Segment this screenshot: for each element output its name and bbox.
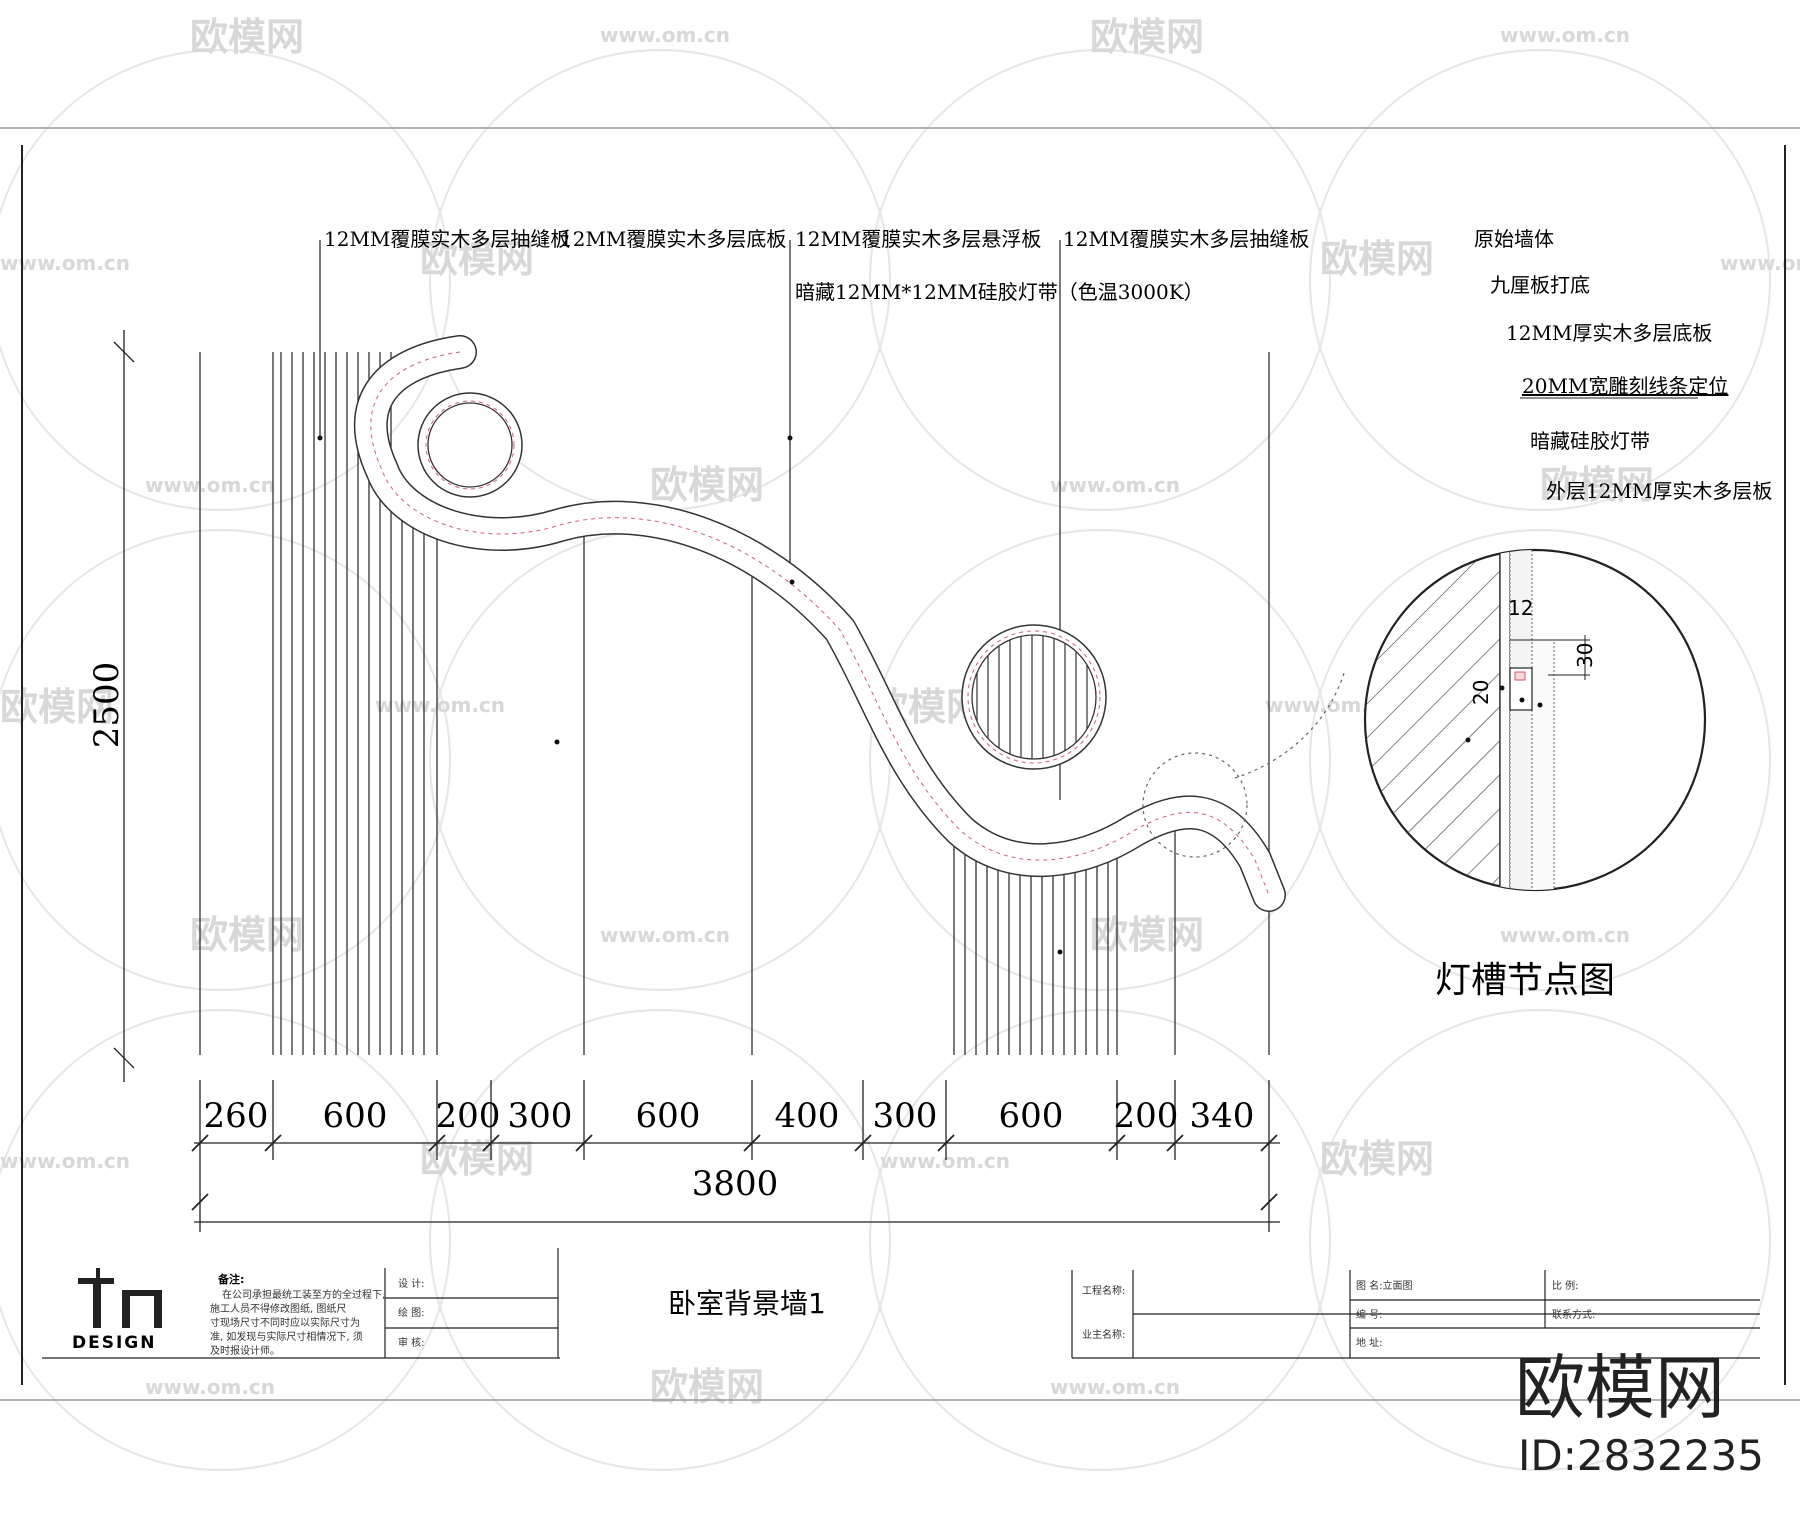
height-value: 2500 [87,662,127,749]
detail-label-0: 原始墙体 [1474,227,1554,251]
wm-brand: 欧模网 [1320,1137,1434,1181]
wm-url: www.om.cn [880,1149,1010,1173]
wm-brand: 欧模网 [1090,913,1204,957]
annotation-a4: 12MM覆膜实木多层抽缝板 [1063,227,1309,251]
wm-url: www.om.cn [0,1149,130,1173]
wm-url: www.om.cn [1720,251,1800,275]
wm-url: www.om.cn [375,693,505,717]
notes-line-4: 及时报设计师。 [210,1344,280,1357]
wm-url: www.om.cn [145,473,275,497]
dim-seg-0: 260 [204,1096,269,1136]
notes-line-1: 施工人员不得修改图纸, 图纸尺 [210,1302,346,1315]
designer-field: 设 计: [398,1277,425,1290]
detail-dim-20: 20 [1469,680,1493,705]
width-labels: 260 600 200 300 600 400 300 600 200 340 … [204,1096,1255,1204]
notes-label: 备注: [217,1272,244,1286]
sheet-name-field: 图 名:立面图 [1356,1279,1413,1292]
scale-field: 比 例: [1552,1279,1579,1292]
annotation-a3: 12MM覆膜实木多层悬浮板 [795,227,1041,251]
annotations: 12MM覆膜实木多层抽缝板 12MM覆膜实木多层底板 12MM覆膜实木多层悬浮板… [324,227,1309,304]
drawer-field: 绘 图: [398,1306,425,1319]
detail-label-4: 暗藏硅胶灯带 [1530,429,1650,453]
wm-brand: 欧模网 [1090,15,1204,59]
dim-seg-9: 340 [1190,1096,1255,1136]
dim-seg-3: 300 [508,1096,573,1136]
detail-label-3: 20MM宽雕刻线条定位 [1522,374,1728,398]
wm-brand: 欧模网 [190,913,304,957]
width-dimensions [191,1080,1280,1232]
checker-field: 审 核: [398,1336,425,1349]
wm-large-brand: 欧模网 [1515,1347,1725,1429]
sheet-frame [0,127,1800,1401]
elevation-lines [199,240,1270,1055]
drawing-title: 卧室背景墙1 [668,1287,826,1320]
notes-line-3: 准, 如发现与实际尺寸相情况下, 须 [210,1330,363,1343]
contact-field: 联系方式: [1552,1308,1595,1321]
leader-dots [317,435,1063,955]
wm-brand: 欧模网 [0,685,114,729]
annotation-a1: 12MM覆膜实木多层抽缝板 [324,227,570,251]
annotation-a2: 12MM覆膜实木多层底板 [560,227,786,251]
annotation-a3b: 暗藏12MM*12MM硅胶灯带（色温3000K） [795,280,1204,304]
dim-seg-6: 300 [873,1096,938,1136]
detail-label-5: 外层12MM厚实木多层板 [1546,479,1772,503]
watermark-layer: 欧模网 www.om.cn 欧模网 www.om.cn 欧模网 欧模网 www.… [0,15,1800,1471]
detail-reference-circle [1142,669,1346,858]
detail-dim-30: 30 [1573,643,1597,668]
project-name-field: 工程名称: [1082,1284,1125,1297]
detail-dim-12: 12 [1508,596,1533,620]
address-field: 地 址: [1356,1336,1383,1349]
wm-brand: 欧模网 [650,463,764,507]
wm-url: www.om.cn [1050,473,1180,497]
title-block: DESIGN 备注: 在公司承担最统工装至方的全过程下, 施工人员不得修改图纸,… [42,1248,1760,1359]
dim-seg-7: 600 [999,1096,1064,1136]
wm-brand: 欧模网 [190,15,304,59]
wm-url: www.om.cn [145,1375,275,1399]
wm-url: www.om.cn [600,23,730,47]
wm-url: www.om.cn [1500,23,1630,47]
wm-url: www.om.cn [1050,1375,1180,1399]
logo-word: DESIGN [72,1333,156,1353]
detail-label-1: 九厘板打底 [1490,273,1590,297]
dim-seg-4: 600 [636,1096,701,1136]
circle-upper [417,392,523,498]
wm-url: www.om.cn [1500,923,1630,947]
wm-brand: 欧模网 [420,237,534,281]
logo-mark [78,1268,162,1328]
dim-seg-5: 400 [775,1096,840,1136]
client-field: 业主名称: [1082,1328,1125,1341]
dim-total: 3800 [692,1164,779,1204]
dim-seg-1: 600 [323,1096,388,1136]
wm-url: www.om.cn [600,923,730,947]
dim-seg-8: 200 [1114,1096,1179,1136]
number-field: 编 号: [1356,1308,1383,1321]
wm-brand: 欧模网 [420,1137,534,1181]
wm-id-text: ID:2832235 [1518,1431,1764,1480]
wm-brand: 欧模网 [650,1365,764,1409]
wm-url: www.om.cn [0,251,130,275]
curve-band [353,335,1286,912]
wm-brand: 欧模网 [1320,237,1434,281]
detail-title: 灯槽节点图 [1435,960,1615,1001]
detail-callout: 12 30 20 原始墙体 九厘板打底 12MM厚实木多层底板 20MM宽雕刻线… [1363,227,1772,1001]
detail-label-2: 12MM厚实木多层底板 [1506,321,1712,345]
notes-line-2: 寸现场尺寸不同时应以实际尺寸为 [210,1316,360,1329]
wm-brand: 欧模网 [1540,463,1654,507]
dim-seg-2: 200 [436,1096,501,1136]
notes-line-0: 在公司承担最统工装至方的全过程下, [222,1288,385,1301]
circle-lower [961,624,1107,770]
height-dimension [113,330,135,1082]
